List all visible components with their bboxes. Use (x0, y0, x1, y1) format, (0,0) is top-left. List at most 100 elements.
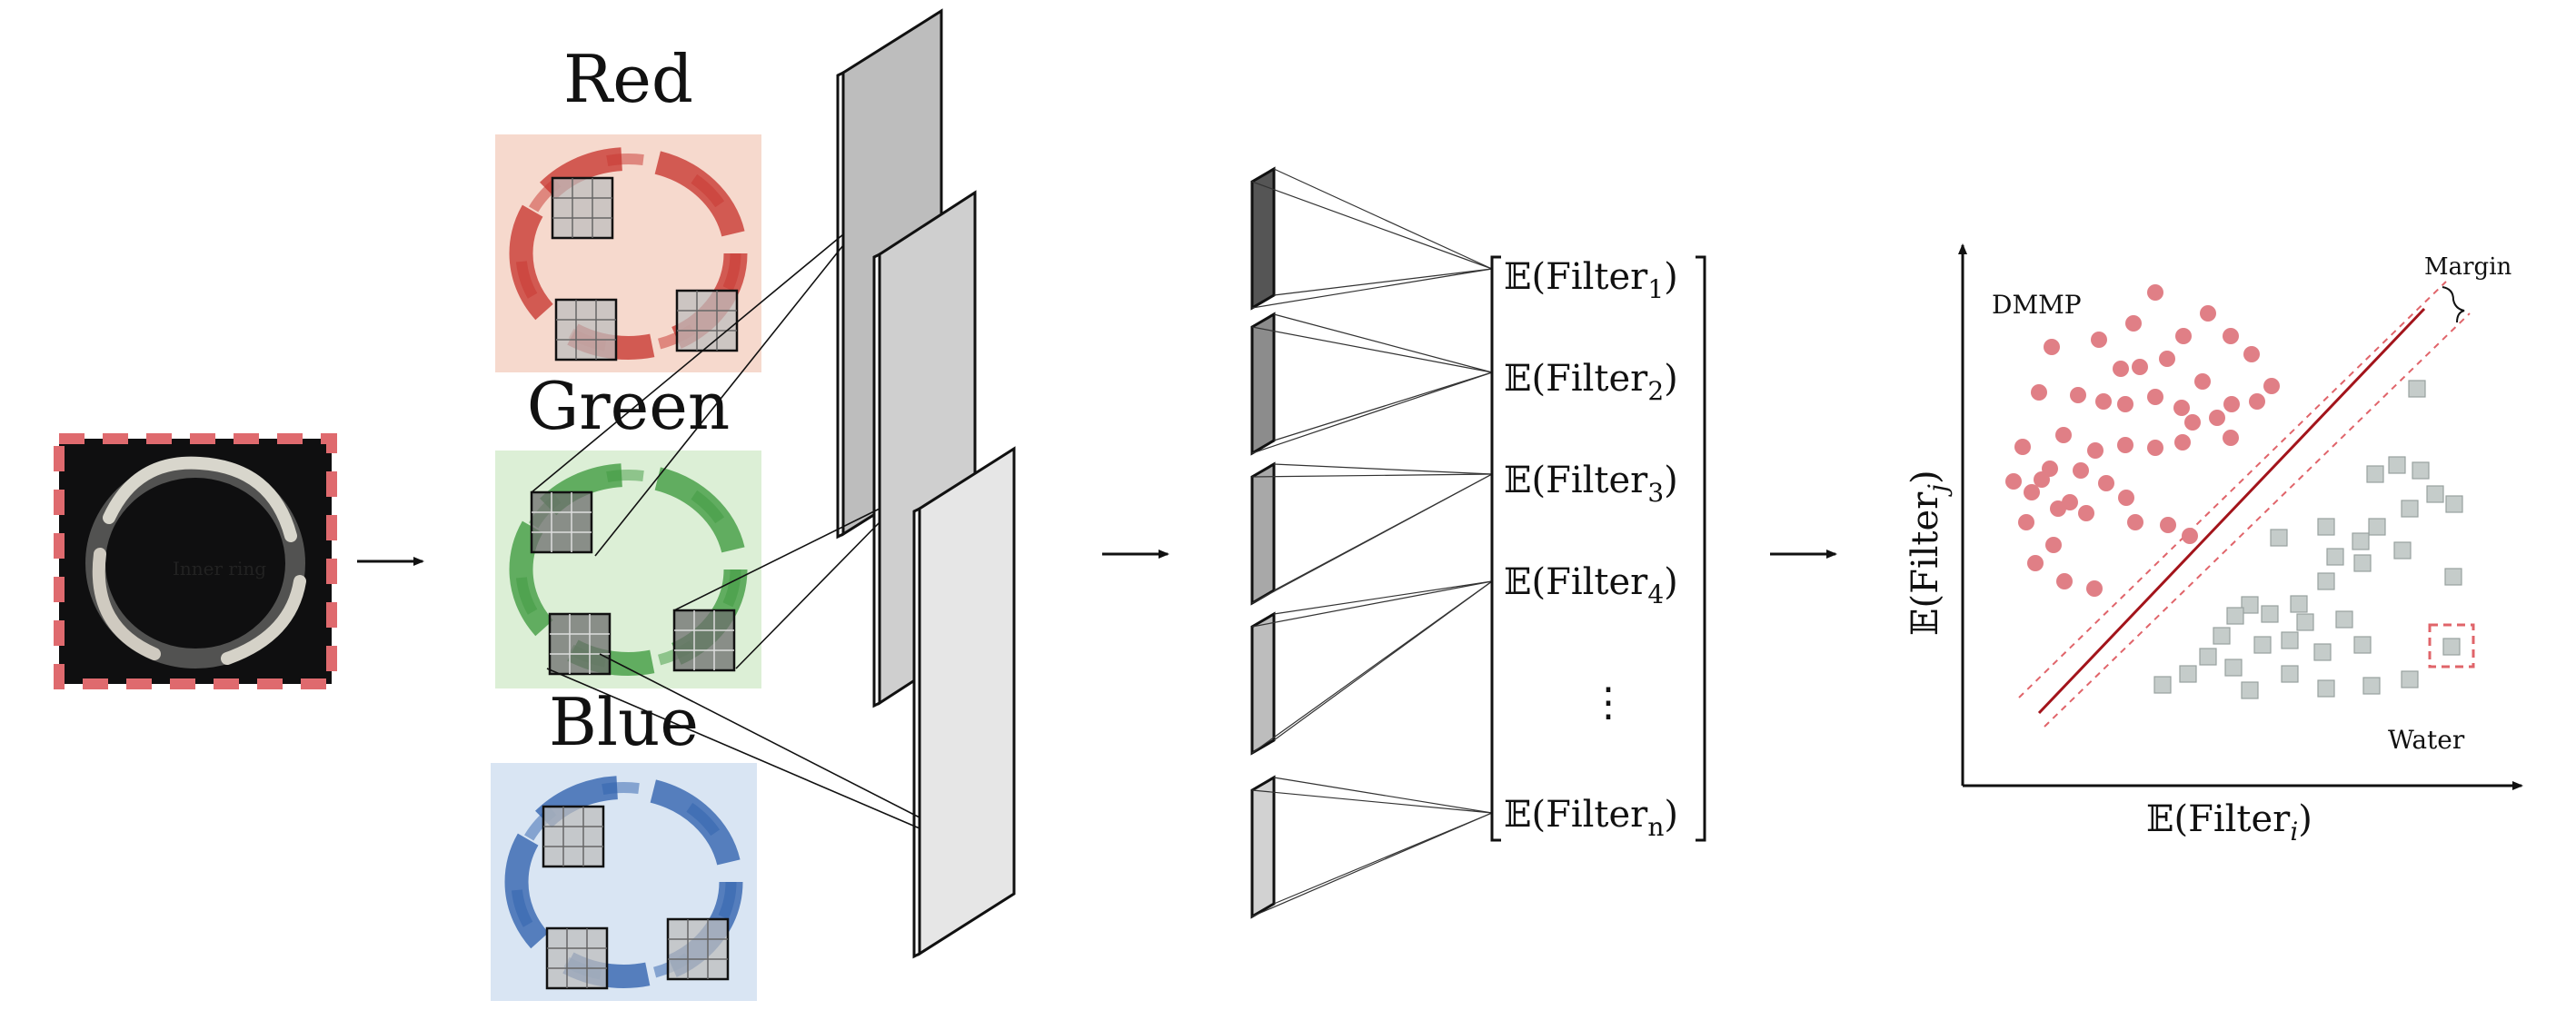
water-point (2362, 677, 2381, 695)
dmmp-point (2194, 373, 2211, 390)
filter-fan-lines (1251, 168, 1493, 917)
feature-vector-left-bracket (1490, 255, 1501, 842)
dmmp-point (2086, 580, 2103, 597)
feature-item-n: 𝔼(Filtern) (1504, 794, 1678, 842)
kernel-3x3 (551, 176, 614, 240)
dmmp-point (2147, 440, 2163, 456)
feature-item-1: 𝔼(Filter1) (1504, 256, 1678, 304)
water-point (2317, 679, 2335, 698)
water-point (2352, 532, 2370, 550)
dmmp-point (2132, 359, 2148, 375)
channel-blue: Blue (491, 684, 757, 1001)
margin-line-lower (2044, 312, 2471, 728)
dmmp-point (2034, 471, 2050, 488)
water-point (2401, 670, 2419, 688)
dmmp-point (2147, 284, 2163, 301)
kernel-3x3 (542, 805, 605, 868)
dmmp-point (2118, 490, 2134, 506)
kernel-3x3 (530, 490, 593, 554)
water-point (2224, 659, 2243, 677)
x-axis-label: 𝔼(Filteri) (2146, 798, 2312, 847)
margin-brace (2442, 286, 2465, 323)
water-point (2445, 495, 2463, 513)
dmmp-point (2045, 537, 2062, 553)
dmmp-point (2073, 462, 2089, 479)
dmmp-point (2027, 555, 2044, 571)
feature-item-3: 𝔼(Filter3) (1504, 460, 1678, 508)
water-point (2412, 461, 2430, 480)
dmmp-point (2174, 434, 2191, 451)
water-point (2213, 627, 2231, 645)
highlighted-sample-box (2428, 623, 2475, 669)
water-point (2317, 572, 2335, 590)
water-point (2444, 568, 2462, 586)
input-image: Inner ring (54, 433, 337, 689)
water-point (2270, 529, 2288, 547)
dmmp-point (2200, 305, 2216, 322)
kernel-3x3 (545, 926, 609, 990)
dmmp-point (2160, 517, 2176, 533)
dmmp-point (2223, 430, 2239, 446)
dmmp-point (2182, 528, 2198, 544)
kernel-3x3 (554, 298, 618, 361)
dmmp-point (2070, 387, 2086, 403)
dmmp-point (2098, 475, 2114, 491)
feature-item-2: 𝔼(Filter2) (1504, 358, 1678, 406)
water-point (2368, 518, 2386, 536)
channel-label: Green (527, 368, 731, 444)
input-overlay-text: Inner ring (173, 558, 266, 579)
dmmp-point (2263, 378, 2280, 394)
water-point (2317, 518, 2335, 536)
dmmp-point (2127, 514, 2143, 530)
water-point (2253, 636, 2272, 654)
water-point (2153, 676, 2172, 694)
dmmp-point (2056, 573, 2073, 589)
water-point (2366, 465, 2384, 483)
ring-signal-texture (515, 154, 741, 353)
dmmp-point (2175, 328, 2192, 344)
feature-vector-right-bracket (1696, 255, 1706, 842)
channel-green: Green (495, 368, 761, 688)
filter-2 (1250, 312, 1276, 456)
water-point (2241, 681, 2259, 699)
water-point (2326, 548, 2344, 566)
channel-red: Red (495, 41, 761, 372)
highlighted-water-point (2442, 638, 2461, 656)
dmmp-point (2249, 393, 2265, 410)
feature-item-4: 𝔼(Filter4) (1504, 561, 1678, 609)
margin-label: Margin (2424, 253, 2512, 281)
ring-signal-texture (515, 470, 741, 669)
dmmp-point (2024, 484, 2040, 500)
water-point (2335, 610, 2353, 629)
water-point (2393, 541, 2412, 560)
water-point (2241, 596, 2259, 614)
decision-boundary (2037, 307, 2426, 715)
dmmp-point (2087, 442, 2104, 459)
dmmp-point (2117, 437, 2133, 453)
dmmp-point (2184, 414, 2201, 431)
water-point (2179, 665, 2197, 683)
dmmp-point (2173, 400, 2190, 416)
water-point (2353, 554, 2372, 572)
water-point (2408, 380, 2426, 398)
water-point (2199, 648, 2217, 666)
dmmp-point (2125, 315, 2142, 332)
dmmp-point (2078, 505, 2094, 521)
dmmp-point (2223, 396, 2240, 412)
dmmp-point (2095, 393, 2112, 410)
classifier-plot: 𝔼(Filteri) 𝔼(Filterj) Margin DMMP Water (1905, 243, 2523, 847)
margin-line-upper (2018, 281, 2447, 698)
dmmp-point (2243, 346, 2260, 362)
dmmp-point (2091, 332, 2107, 348)
filter-3 (1250, 461, 1276, 606)
dmmp-point (2044, 339, 2060, 355)
dmmp-point (2223, 328, 2239, 344)
kernel-3x3 (672, 609, 736, 672)
filter-4 (1250, 611, 1276, 756)
feature-ellipsis: ⋮ (1588, 679, 1628, 726)
filter-1 (1250, 166, 1276, 311)
class-b-label: Water (2388, 725, 2465, 755)
filter-n (1250, 775, 1276, 919)
